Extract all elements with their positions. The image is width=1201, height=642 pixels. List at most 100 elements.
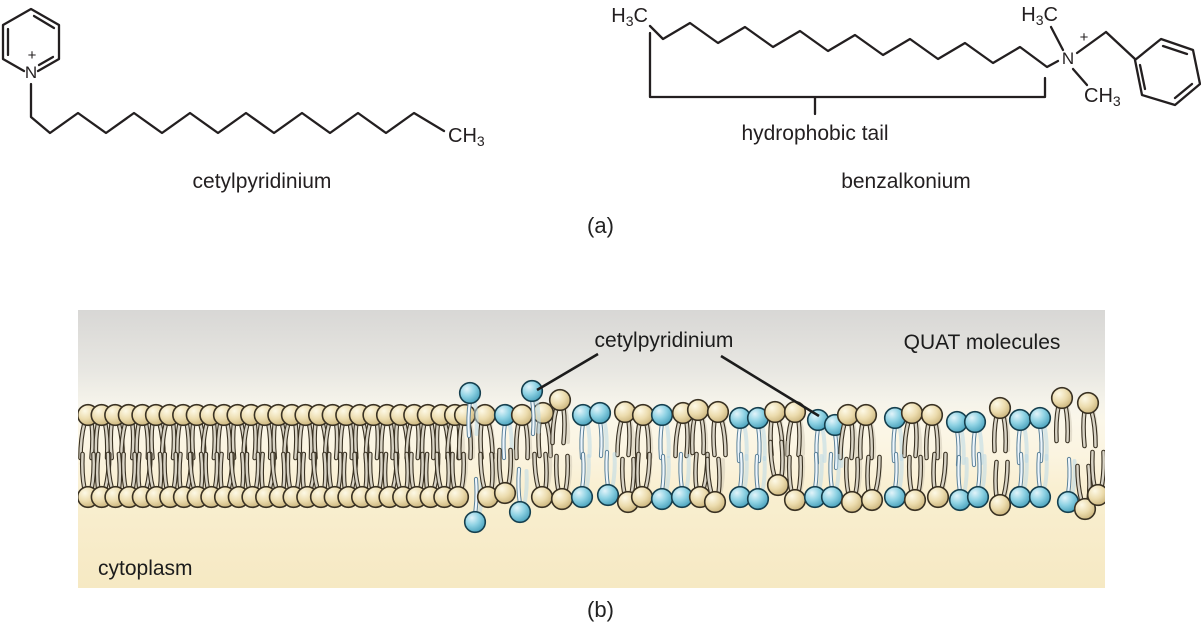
quat-head [883, 485, 907, 509]
quat-molecule [948, 454, 972, 512]
phospholipid [783, 454, 807, 512]
lipid-head [854, 403, 878, 427]
cetylpyridinium-structure: N + CH3 cetylpyridinium [1, 7, 485, 193]
phospholipid [530, 451, 554, 509]
phospholipid [766, 439, 790, 497]
lipid-head [530, 485, 554, 509]
phospholipid [476, 451, 500, 509]
lipid-head [1076, 391, 1100, 415]
phospholipid [783, 400, 807, 458]
chemical-structures-panel: N + CH3 cetylpyridinium H3C N + H3C CH3 … [1, 4, 1201, 193]
lipid-head [446, 485, 470, 509]
quat-molecule [883, 451, 907, 509]
benzene-ring [1133, 37, 1201, 107]
quat-molecule [493, 403, 517, 461]
cetyl-alkyl-chain [29, 82, 446, 135]
quat-head [1028, 485, 1052, 509]
lipid-head [493, 481, 517, 505]
pyridine-double-bonds [6, 14, 56, 67]
quat-head [966, 485, 990, 509]
benzyl-bonds [1075, 30, 1137, 61]
hydrophobic-tail-label: hydrophobic tail [741, 122, 888, 145]
lipid-head [988, 396, 1012, 420]
quat-molecule [650, 403, 674, 461]
pyridine-nitrogen-label: N [25, 63, 37, 82]
phospholipid [1086, 449, 1105, 507]
bond-n-to-bottom-methyl [1071, 67, 1089, 87]
cetyl-terminal-methyl-label: CH3 [448, 125, 485, 149]
lipid-head [613, 400, 637, 424]
lipid-head [1050, 386, 1074, 410]
lipid-head [900, 401, 924, 425]
lipid-head [706, 400, 730, 424]
quat-molecule [966, 451, 990, 509]
phospholipid [920, 403, 944, 461]
quat-molecule [588, 401, 612, 459]
pyridine-charge-label: + [28, 47, 37, 64]
benzalkonium-charge-label: + [1080, 29, 1089, 46]
hydrophobic-tail-bracket [648, 31, 1047, 116]
lipid-head [763, 400, 787, 424]
lipid-head [453, 403, 477, 427]
quat-head [650, 487, 674, 511]
quat-molecule [650, 453, 674, 511]
annotation-cytoplasm: cytoplasm [98, 557, 193, 580]
quat-head [588, 401, 612, 425]
lipid-head [548, 388, 572, 412]
quat-head [508, 500, 532, 524]
quat-head [520, 379, 544, 403]
quat-molecule [570, 451, 594, 509]
phospholipid [706, 400, 730, 458]
quat-molecule [670, 451, 694, 509]
benzalkonium-alkyl-chain [648, 21, 1060, 69]
lipid-head [703, 490, 727, 514]
phospholipid [1073, 463, 1097, 521]
quat-molecule [803, 451, 827, 509]
quat-molecule [596, 449, 620, 507]
lipid-head [926, 485, 950, 509]
quat-head [1008, 485, 1032, 509]
lipid-head [783, 488, 807, 512]
quat-molecule [508, 466, 532, 524]
quat-molecule [746, 406, 770, 464]
lipid-head [631, 403, 655, 427]
quat-head [596, 483, 620, 507]
quat-molecule [1056, 456, 1080, 514]
benzalkonium-methyl-left-label: H3C [611, 5, 648, 29]
lipid-head [686, 398, 710, 422]
phospholipid [836, 403, 860, 461]
phospholipid [446, 451, 470, 509]
lipid-head [988, 493, 1012, 517]
section-b-label: (b) [587, 597, 614, 622]
quat-head [1008, 408, 1032, 432]
phospholipid [926, 451, 950, 509]
quat-head [463, 510, 487, 534]
quat-molecule [820, 451, 844, 509]
annotation-quat-molecules: QUAT molecules [904, 331, 1061, 354]
quat-molecule [746, 453, 770, 511]
quat-head [746, 487, 770, 511]
pointer-line-cetylpyridinium-left [536, 352, 599, 392]
membrane-panel: cetylpyridinium QUAT molecules cytoplasm [78, 310, 1105, 588]
quat-molecule [1028, 451, 1052, 509]
phospholipid [840, 456, 864, 514]
lipid-head [1086, 483, 1105, 507]
lipid-head [840, 490, 864, 514]
quat-head [570, 485, 594, 509]
phospholipid [550, 453, 574, 511]
phospholipid [493, 447, 517, 505]
quat-head [650, 403, 674, 427]
benzalkonium-nitrogen-label: N [1062, 49, 1074, 68]
quat-molecule [728, 451, 752, 509]
quat-molecule [520, 379, 544, 437]
quat-head [1028, 406, 1052, 430]
benzalkonium-caption: benzalkonium [841, 170, 971, 193]
benzalkonium-methyl-bottom-label: CH3 [1084, 85, 1121, 109]
phospholipid [860, 454, 884, 512]
phospholipid [686, 398, 710, 456]
benzene-double-bonds [1138, 44, 1194, 100]
quat-head [458, 381, 482, 405]
annotation-cetylpyridinium: cetylpyridinium [595, 329, 734, 352]
phospholipid [900, 401, 924, 459]
